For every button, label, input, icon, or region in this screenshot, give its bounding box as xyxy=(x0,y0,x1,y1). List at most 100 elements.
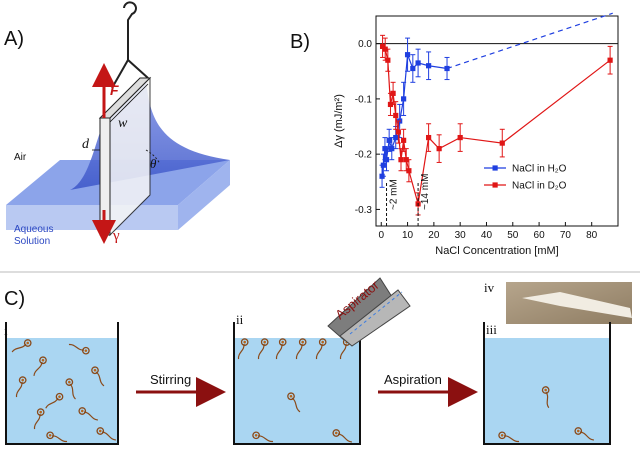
data-point xyxy=(393,134,399,141)
tadpole-body xyxy=(46,431,54,440)
tadpole-core xyxy=(21,378,24,382)
beaker-i-label: i xyxy=(4,323,8,338)
x-tick-label: 70 xyxy=(560,230,572,241)
data-point xyxy=(386,137,392,143)
beaker-ii-label: ii xyxy=(236,312,244,327)
data-point xyxy=(426,63,432,69)
plate-face xyxy=(109,76,151,237)
y-axis-label: Δγ (mJ/m²) xyxy=(333,94,345,148)
beaker-iii-water xyxy=(484,338,610,444)
data-point xyxy=(401,137,407,143)
angle-label: θ xyxy=(150,156,157,171)
data-point xyxy=(382,46,388,52)
legend-marker xyxy=(492,182,498,188)
tadpole xyxy=(498,431,520,443)
tadpole-core xyxy=(84,349,88,352)
tadpole xyxy=(541,386,550,409)
plate-hanger xyxy=(111,58,149,89)
tadpole xyxy=(45,392,64,409)
data-point xyxy=(410,65,416,72)
y-tick-label: -0.2 xyxy=(355,150,373,161)
tadpole-body xyxy=(65,378,74,386)
aspiration-label: Aspiration xyxy=(384,372,442,387)
data-point xyxy=(406,168,412,174)
tadpole-core xyxy=(80,409,84,413)
tadpole-body xyxy=(260,338,269,346)
photo-pipette xyxy=(522,292,632,318)
tadpole-body xyxy=(23,339,32,347)
tadpole-core xyxy=(254,434,258,437)
data-point xyxy=(607,57,613,63)
x-tick-label: 30 xyxy=(455,230,467,241)
beaker-i-tadpoles xyxy=(11,339,116,443)
annotation-label: ~14 mM xyxy=(420,174,431,210)
tadpole-core xyxy=(289,394,293,398)
plot-frame xyxy=(375,15,619,227)
tadpole-core xyxy=(263,340,266,344)
tadpole-core xyxy=(98,429,102,433)
tadpole-core xyxy=(26,341,30,345)
tadpole xyxy=(287,392,301,413)
liquid-front xyxy=(6,205,178,230)
panel-c: C) i Stirring ii Aspirator Aspiration xyxy=(4,277,632,445)
legend-label: NaCl in H₂O xyxy=(512,164,567,175)
beaker-ii-wall xyxy=(233,322,361,445)
stirring-label: Stirring xyxy=(150,372,191,387)
data-point xyxy=(398,157,404,163)
tadpole-body xyxy=(240,338,249,346)
data-point xyxy=(444,65,450,72)
series-line xyxy=(382,45,611,205)
tadpole-core xyxy=(41,358,45,362)
force-label: F xyxy=(110,82,119,98)
solution-label-2: Solution xyxy=(14,236,50,247)
tadpole xyxy=(315,338,327,360)
panel-a: A) F γ w d θ Air Aqueous Solution xyxy=(4,1,230,247)
tadpole-body xyxy=(574,427,583,435)
tadpole-body xyxy=(287,392,295,401)
tadpole xyxy=(68,343,90,355)
tadpole-core xyxy=(544,388,547,392)
tadpole-core xyxy=(301,340,304,344)
x-tick-label: 20 xyxy=(428,230,440,241)
tadpole-body xyxy=(55,392,64,401)
beaker-ii: ii xyxy=(233,312,361,445)
tadpole-body xyxy=(318,338,327,346)
data-point xyxy=(457,134,463,141)
tadpole-body xyxy=(332,429,341,437)
aspirator: Aspirator xyxy=(327,277,411,347)
tadpole xyxy=(91,366,105,387)
tadpole-core xyxy=(93,368,97,372)
data-point xyxy=(415,60,421,66)
tadpole xyxy=(275,338,287,360)
tadpole xyxy=(15,376,27,398)
solution-label-1: Aqueous xyxy=(14,224,53,235)
data-point xyxy=(426,134,432,141)
legend-label: NaCl in D₂O xyxy=(512,181,567,192)
data-point xyxy=(390,90,396,96)
data-point xyxy=(403,157,409,163)
panel-b-label: B) xyxy=(290,31,310,53)
liquid-side xyxy=(178,160,230,230)
tadpole-body xyxy=(39,356,47,365)
x-tick-label: 0 xyxy=(378,230,384,241)
tadpole xyxy=(33,408,45,430)
beaker-iii-label: iii xyxy=(486,322,497,337)
data-point xyxy=(389,146,395,152)
photo-iv-label: iv xyxy=(484,280,495,295)
annotation-label: ~2 mM xyxy=(389,179,400,210)
series-extrapolation xyxy=(446,12,613,70)
tadpole xyxy=(11,339,32,353)
tadpole xyxy=(96,427,116,441)
beaker-iii-tadpoles xyxy=(498,386,594,443)
tadpole-core xyxy=(39,410,42,414)
tadpole xyxy=(78,407,98,421)
angle-arc xyxy=(145,149,161,165)
y-tick-label: -0.3 xyxy=(355,205,373,216)
tadpole-core xyxy=(334,431,338,435)
data-point xyxy=(436,146,442,152)
x-tick-label: 10 xyxy=(402,230,414,241)
tadpole xyxy=(295,338,307,360)
